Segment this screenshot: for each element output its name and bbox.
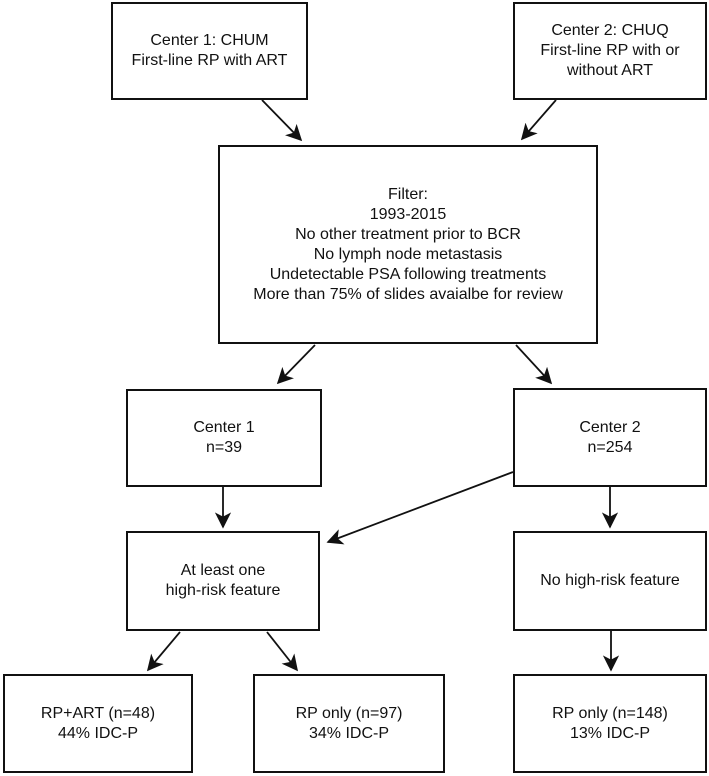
node-text-line: Filter: bbox=[388, 185, 428, 203]
node-text-line: Undetectable PSA following treatments bbox=[269, 265, 547, 283]
node-center1-source: Center 1: CHUM First-line RP with ART bbox=[111, 2, 308, 100]
node-text-line: n=39 bbox=[205, 439, 243, 456]
arrow-filter-to-center1 bbox=[276, 344, 316, 385]
arrow-highrisk-to-rponly97 bbox=[266, 631, 299, 672]
arrow-center1source-to-filter bbox=[261, 99, 303, 142]
node-text-line: At least one bbox=[180, 562, 266, 579]
node-text-line: No high-risk feature bbox=[540, 572, 680, 589]
arrow-center2-to-highrisk bbox=[326, 471, 514, 545]
node-center2-cohort: Center 2 n=254 bbox=[513, 388, 707, 487]
node-text-line: No lymph node metastasis bbox=[313, 245, 503, 263]
node-text-line: First-line RP with or bbox=[540, 42, 680, 59]
node-text-line: Center 2 bbox=[579, 418, 641, 436]
node-rp-only-97: RP only (n=97) 34% IDC-P bbox=[253, 674, 445, 773]
node-text-line: More than 75% of slides avaialbe for rev… bbox=[253, 285, 563, 303]
node-text-line: without ART bbox=[567, 62, 653, 79]
node-text-line: 1993-2015 bbox=[369, 205, 447, 223]
node-center2-source: Center 2: CHUQ First-line RP with or wit… bbox=[513, 2, 707, 100]
node-no-high-risk: No high-risk feature bbox=[513, 531, 707, 631]
node-center1-cohort: Center 1 n=39 bbox=[126, 389, 322, 487]
arrow-center2source-to-filter bbox=[520, 99, 557, 141]
node-text-line: RP only (n=148) bbox=[552, 704, 668, 722]
node-text-line: 44% IDC-P bbox=[57, 724, 139, 742]
node-text-line: high-risk feature bbox=[165, 582, 281, 599]
arrow-highrisk-to-rpart bbox=[146, 631, 181, 672]
node-rp-only-148: RP only (n=148) 13% IDC-P bbox=[513, 674, 707, 773]
node-text-line: Center 2: CHUQ bbox=[551, 22, 669, 39]
node-text-line: 34% IDC-P bbox=[308, 724, 390, 742]
node-text-line: n=254 bbox=[587, 438, 633, 456]
node-text-line: Center 1: CHUM bbox=[150, 32, 269, 49]
node-text-line: 13% IDC-P bbox=[569, 724, 651, 742]
node-text-line: No other treatment prior to BCR bbox=[295, 225, 521, 243]
arrow-filter-to-center2 bbox=[515, 344, 553, 385]
node-filter: Filter: 1993-2015 No other treatment pri… bbox=[218, 145, 598, 344]
node-text-line: Center 1 bbox=[193, 419, 255, 436]
node-text-line: RP+ART (n=48) bbox=[40, 704, 156, 722]
node-text-line: First-line RP with ART bbox=[131, 52, 288, 69]
node-text-line: RP only (n=97) bbox=[295, 704, 403, 722]
node-high-risk: At least one high-risk feature bbox=[126, 531, 320, 631]
node-rp-art-48: RP+ART (n=48) 44% IDC-P bbox=[3, 674, 193, 773]
